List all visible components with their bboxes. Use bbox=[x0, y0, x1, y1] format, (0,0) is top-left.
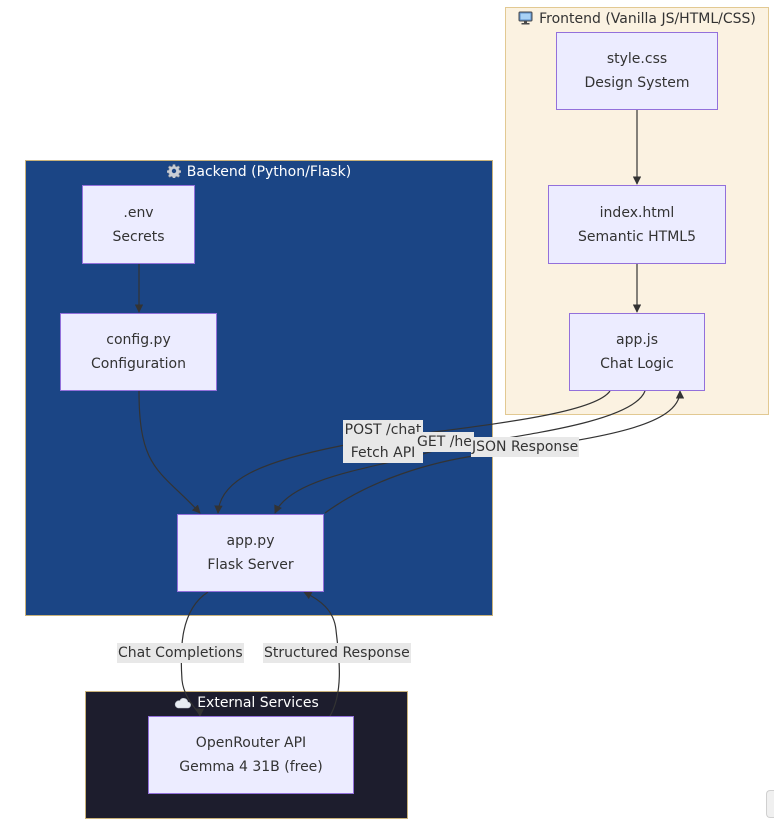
node-app-py-title: app.py bbox=[226, 533, 275, 549]
backend-cluster-title: Backend (Python/Flask) bbox=[26, 163, 492, 183]
external-cluster-label: External Services bbox=[197, 695, 319, 711]
node-env-title: .env bbox=[123, 204, 154, 221]
node-env-subtitle: Secrets bbox=[112, 228, 165, 245]
edge-label-json-response: JSON Response bbox=[471, 437, 580, 457]
node-openrouter-subtitle: Gemma 4 31B (free) bbox=[179, 759, 323, 775]
node-index-html-title: index.html bbox=[599, 204, 675, 221]
node-app-js-title: app.js bbox=[616, 332, 658, 348]
node-config-py-title: config.py bbox=[106, 332, 171, 348]
edge-label-post-chat-line1: POST /chat bbox=[344, 422, 422, 438]
node-app-js-subtitle: Chat Logic bbox=[600, 356, 674, 372]
frontend-cluster-title: Frontend (Vanilla JS/HTML/CSS) bbox=[506, 10, 768, 30]
computer-icon bbox=[518, 11, 533, 30]
edge-chat-completions bbox=[180, 591, 209, 717]
node-app-js[interactable]: app.js Chat Logic bbox=[569, 313, 705, 391]
edge-label-structured-response: Structured Response bbox=[263, 643, 411, 663]
edge-structured-response bbox=[303, 591, 340, 717]
cloud-icon bbox=[174, 696, 192, 714]
scroll-handle[interactable] bbox=[766, 790, 774, 818]
edge-label-post-chat: POST /chat Fetch API bbox=[343, 420, 423, 463]
node-style-css-title: style.css bbox=[606, 51, 668, 67]
node-openrouter-title: OpenRouter API bbox=[195, 735, 307, 751]
edge-config-to-apppy bbox=[138, 390, 201, 514]
node-config-py[interactable]: config.py Configuration bbox=[60, 313, 217, 391]
gear-icon bbox=[166, 164, 182, 183]
node-style-css-subtitle: Design System bbox=[584, 75, 690, 91]
edge-label-chat-completions: Chat Completions bbox=[117, 643, 244, 663]
backend-cluster-label: Backend (Python/Flask) bbox=[186, 164, 352, 180]
node-openrouter[interactable]: OpenRouter API Gemma 4 31B (free) bbox=[148, 716, 354, 794]
node-index-html[interactable]: index.html Semantic HTML5 bbox=[548, 185, 726, 264]
frontend-cluster-label: Frontend (Vanilla JS/HTML/CSS) bbox=[539, 11, 756, 27]
node-style-css[interactable]: style.css Design System bbox=[556, 32, 718, 110]
node-app-py-subtitle: Flask Server bbox=[207, 557, 294, 573]
node-config-py-subtitle: Configuration bbox=[91, 356, 186, 372]
edge-label-get-health: GET /he bbox=[416, 432, 474, 452]
node-app-py[interactable]: app.py Flask Server bbox=[177, 514, 324, 592]
external-cluster-title: External Services bbox=[86, 694, 407, 714]
edge-get-health bbox=[274, 390, 646, 514]
node-env[interactable]: .env Secrets bbox=[82, 185, 195, 264]
edge-label-post-chat-line2: Fetch API bbox=[350, 445, 416, 461]
node-index-html-subtitle: Semantic HTML5 bbox=[578, 228, 696, 245]
